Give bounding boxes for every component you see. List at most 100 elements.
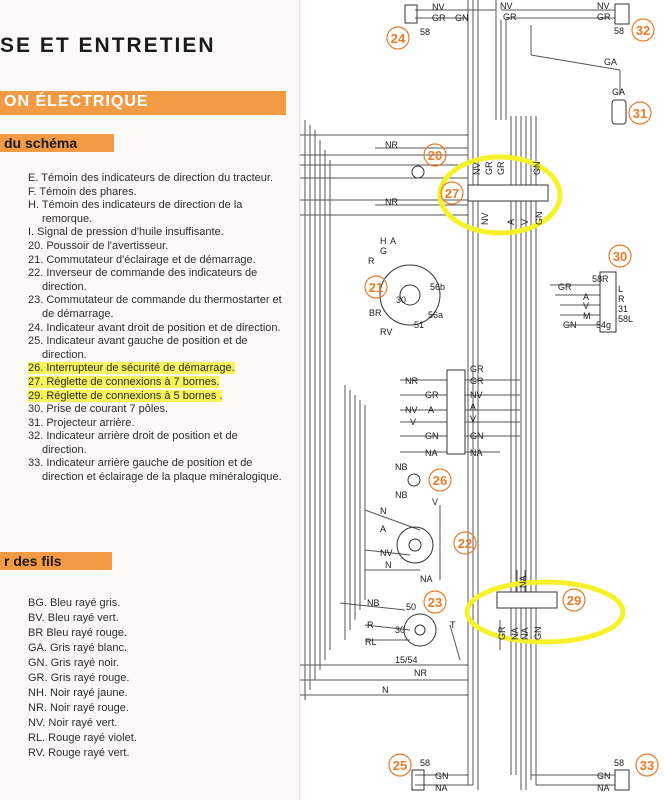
wire-color-item: GN. Gris rayé noir. (28, 657, 120, 669)
legend-item: 23. Commutateur de commande du thermosta… (28, 294, 282, 320)
wiring-diagram: 24 58 NV GR GN 32 58 NV GR GR NV 31 GA G… (300, 0, 659, 793)
legend-item: 32. Indicateur arrière droit de position… (28, 430, 238, 456)
component-label: 29 (567, 593, 581, 608)
wire-label: NV (380, 548, 393, 558)
wire-label: A (470, 402, 476, 412)
wire-label: N (380, 506, 387, 516)
wire-color-list: BG. Bleu rayé gris. BV. Bleu rayé vert. … (28, 596, 268, 761)
wire-label: NV (480, 212, 490, 225)
wire-label: GR (558, 282, 572, 292)
wire-label: NA (425, 448, 438, 458)
terminal-label: 30 (395, 625, 405, 635)
legend-item-text: 26. Interrupteur de sécurité de démarrag… (28, 362, 235, 375)
wire-label: NV (432, 2, 445, 12)
component-label: 25 (393, 758, 407, 773)
wire-label: N (382, 685, 389, 695)
terminal-label: 58 (420, 758, 430, 768)
wire-label: GR (496, 161, 506, 175)
wire-label: NR (385, 140, 398, 150)
component-22: 22 N A NV N V NA (380, 497, 477, 584)
wire-label: GN (533, 627, 543, 641)
wire-color-item: NH. Noir rayé jaune. (28, 687, 128, 699)
component-32: 32 58 NV GR GR NV (500, 1, 655, 42)
component-24: 24 58 NV GR GN (386, 2, 469, 50)
wire-label: NA (518, 575, 528, 588)
wire-label: V (520, 219, 530, 225)
schema-heading: du schéma (4, 135, 78, 151)
wire-label: NA (520, 627, 530, 640)
component-31: 31 GA GA (604, 57, 652, 125)
wire-label: R (367, 620, 374, 630)
wire-label: A (390, 236, 396, 246)
wire-color-item: BG. Bleu rayé gris. (28, 597, 121, 609)
wire-label: GN (532, 162, 542, 176)
wire-color-item: GR. Gris rayé rouge. (28, 672, 130, 684)
legend-item: F. Témoin des phares. (28, 185, 137, 198)
legend-item: 33. Indicateur arrière gauche de positio… (28, 457, 282, 484)
wire-label: A (583, 292, 589, 302)
wire-label: G (380, 246, 387, 256)
legend-item: 24. Indicateur avant droit de position e… (28, 321, 281, 334)
wire-label: NB (367, 598, 380, 608)
wire-label: GN (425, 431, 439, 441)
terminal-label: 58 (614, 758, 624, 768)
component-29: 29 NA GR NA NA GN (464, 575, 626, 645)
wire-label: NA (470, 448, 483, 458)
wire-label: GR (484, 161, 494, 175)
wire-label: R (368, 256, 375, 266)
legend-item: H. Témoin des indicateurs de direction d… (28, 199, 243, 225)
component-26: 26 NB NB (395, 462, 452, 500)
legend-item: 22. Inverseur de commande des indicateur… (28, 267, 258, 293)
wire-label: GN (435, 771, 449, 781)
legend-item-highlighted: 26. Interrupteur de sécurité de démarrag… (28, 362, 284, 376)
wire-label: NB (395, 490, 408, 500)
component-label: 20 (428, 148, 442, 163)
terminal-label: 56b (430, 282, 445, 292)
wire-label: M (583, 311, 591, 321)
terminal-label: 51 (414, 320, 424, 330)
terminal-label: 58 (420, 27, 430, 37)
wire-label: NV (472, 162, 482, 175)
legend-item-highlighted: 27. Réglette de connexions à 7 bornes. (28, 375, 284, 390)
wire-color-item: BR Bleu rayé rouge. (28, 627, 128, 639)
wire-label: GN (597, 771, 611, 781)
wire-label: N (385, 560, 392, 570)
wire-color-item: NR. Noir rayé rouge. (28, 702, 129, 714)
wire-label: NA (420, 574, 433, 584)
wire-label: RL (365, 637, 377, 647)
wire-color-item: GA. Gris rayé blanc. (28, 642, 128, 654)
wire-label: GA (612, 87, 625, 97)
wire-label: A (428, 405, 434, 415)
wire-label: NA (597, 783, 610, 793)
component-33: 33 58 GN NA (597, 753, 659, 793)
terminal-label: 15/54 (395, 655, 418, 665)
wire-color-item: NV. Noir rayé vert. (28, 717, 118, 729)
wire-label: T (450, 620, 456, 630)
schema-legend: E. Témoin des indicateurs de direction d… (28, 172, 284, 485)
wire-label: NR (405, 376, 418, 386)
legend-item: 30. Prise de courant 7 pôles. (28, 403, 169, 416)
terminal-label: 54g (596, 320, 611, 330)
component-30: 30 58R L R 31 58L 54g GR A V M GN (558, 244, 633, 333)
wire-label: GN (563, 320, 577, 330)
terminal-label: 50 (406, 602, 416, 612)
section-band: ON ÉLECTRIQUE (0, 91, 286, 115)
wire-label: GA (604, 57, 617, 67)
component-label: 30 (613, 249, 627, 264)
highlight-ring (464, 579, 626, 645)
legend-item: I. Signal de pression d'huile insuffisan… (28, 226, 224, 239)
legend-item: 31. Projecteur arrière. (28, 416, 135, 429)
wire-label: GR (470, 364, 484, 374)
wire-label: GN (470, 431, 484, 441)
wire-label: NA (510, 627, 520, 640)
wire-label: NV (405, 405, 418, 415)
wire-label: NV (597, 1, 610, 11)
wires-band: r des fils (0, 552, 112, 570)
wire-label: NR (414, 668, 427, 678)
legend-item: 20. Poussoir de l'avertisseur. (28, 239, 169, 252)
component-label: 27 (445, 186, 459, 201)
terminal-label: R (618, 294, 625, 304)
legend-item-highlighted: 29. Réglette de connexions à 5 bornes . (28, 389, 284, 404)
wire-label: GR (425, 390, 439, 400)
wire-color-item: RV. Rouge rayé vert. (28, 747, 130, 759)
